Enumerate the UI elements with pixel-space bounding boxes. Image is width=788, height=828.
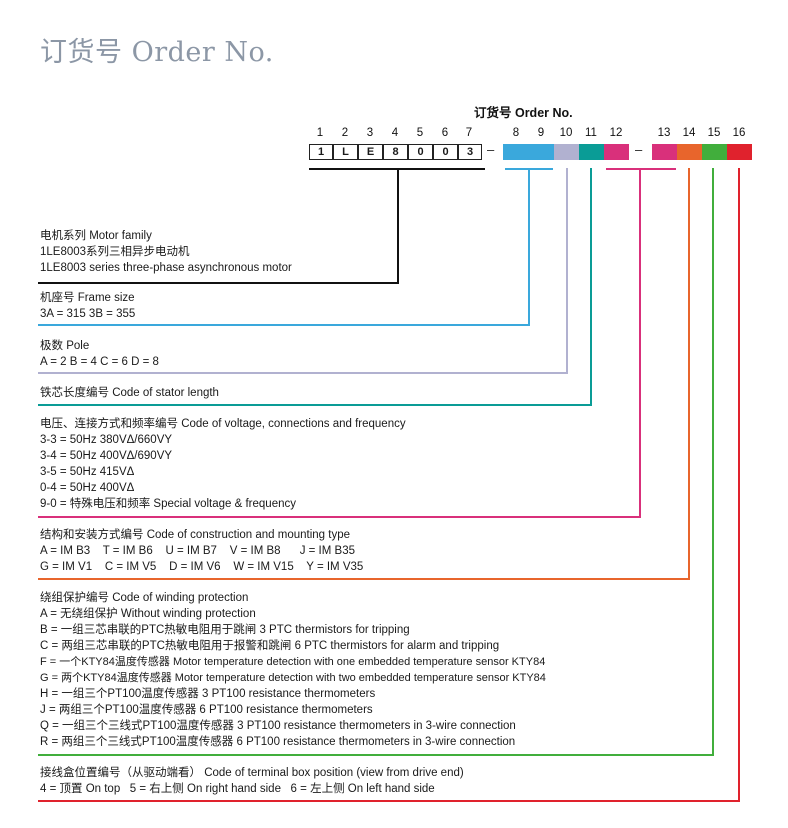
position-number: 6 [441,127,449,139]
mounting-connector-line [688,168,690,580]
section-heading: 电机系列 Motor family [40,230,152,242]
section-stator-length: 铁芯长度编号 Code of stator length [40,385,219,401]
position-number: 2 [341,127,349,139]
section-line: 1LE8003 series three-phase asynchronous … [40,262,292,274]
section-frame-size: 机座号 Frame size 3A = 315 3B = 355 [40,290,135,322]
position-number: 12 [609,127,623,139]
section-heading: 机座号 Frame size [40,292,135,304]
pole-connector-line [566,168,568,374]
section-heading: 结构和安装方式编号 Code of construction and mount… [40,529,350,541]
section-heading: 绕组保护编号 Code of winding protection [40,592,249,604]
position-number: 3 [366,127,374,139]
section-line: H = 一组三个PT100温度传感器 3 PT100 resistance th… [40,688,376,700]
section-line: G = IM V1 C = IM V5 D = IM V6 W = IM V15… [40,561,364,573]
section-heading: 铁芯长度编号 Code of stator length [40,387,219,399]
section-line: 0-4 = 50Hz 400VΔ [40,482,135,494]
position-12-box [604,144,629,160]
separator-dash: – [487,142,495,157]
motor-connector-line [397,168,399,284]
section-line: G = 两个KTY84温度传感器 Motor temperature detec… [40,672,546,684]
position-number: 7 [465,127,473,139]
section-heading: 电压、连接方式和频率编号 Code of voltage, connection… [40,418,406,430]
order-code-char: E [358,144,383,160]
section-line: J = 两组三个PT100温度传感器 6 PT100 resistance th… [40,704,373,716]
voltage-bracket-line [606,168,676,170]
section-motor-family: 电机系列 Motor family 1LE8003系列三相异步电动机 1LE80… [40,228,292,276]
section-line: 3-3 = 50Hz 380VΔ/660VY [40,434,173,446]
order-code-char: L [333,144,358,160]
section-line: 9-0 = 特殊电压和频率 Special voltage & frequenc… [40,498,296,510]
voltage-underline [38,516,641,518]
position-number: 16 [732,127,746,139]
voltage-connector-line [639,168,641,518]
section-heading: 接线盒位置编号（从驱动端看） Code of terminal box posi… [40,767,464,779]
section-line: 3-4 = 50Hz 400VΔ/690VY [40,450,173,462]
section-line: A = 无绕组保护 Without winding protection [40,608,256,620]
position-number: 10 [559,127,573,139]
position-9-box [529,144,554,160]
position-number: 9 [537,127,545,139]
position-number: 5 [416,127,424,139]
position-number: 14 [682,127,696,139]
separator-dash: – [635,142,643,157]
position-14-box [677,144,702,160]
order-code-char: 0 [433,144,458,160]
section-line: 3A = 315 3B = 355 [40,308,136,320]
section-heading: 极数 Pole [40,340,90,352]
frame-underline [38,324,530,326]
position-15-box [702,144,727,160]
order-code-char: 0 [408,144,433,160]
section-line: 1LE8003系列三相异步电动机 [40,246,190,258]
section-voltage: 电压、连接方式和频率编号 Code of voltage, connection… [40,416,406,512]
section-line: A = IM B3 T = IM B6 U = IM B7 V = IM B8 … [40,545,355,557]
section-line: R = 两组三个三线式PT100温度传感器 6 PT100 resistance… [40,736,516,748]
position-16-box [727,144,752,160]
terminal-connector-line [738,168,740,802]
motor-underline [38,282,399,284]
section-terminal-box: 接线盒位置编号（从驱动端看） Code of terminal box posi… [40,765,464,797]
frame-connector-line [528,168,530,326]
section-line: F = 一个KTY84温度传感器 Motor temperature detec… [40,656,546,668]
winding-underline [38,754,714,756]
section-line: Q = 一组三个三线式PT100温度传感器 3 PT100 resistance… [40,720,516,732]
section-winding: 绕组保护编号 Code of winding protection A = 无绕… [40,590,546,750]
section-pole: 极数 Pole A = 2 B = 4 C = 6 D = 8 [40,338,159,370]
position-10-box [554,144,579,160]
order-code-char: 1 [309,144,333,160]
winding-connector-line [712,168,714,756]
position-number: 15 [707,127,721,139]
stator-connector-line [590,168,592,406]
order-code-char: 8 [383,144,408,160]
order-code-char: 3 [458,144,482,160]
section-line: 4 = 顶置 On top 5 = 右上侧 On right hand side… [40,783,435,795]
section-line: B = 一组三芯串联的PTC热敏电阻用于跳闸 3 PTC thermistors… [40,624,410,636]
page-title: 订货号 Order No. [40,37,274,68]
section-line: C = 两组三芯串联的PTC热敏电阻用于报警和跳闸 6 PTC thermist… [40,640,500,652]
section-mounting: 结构和安装方式编号 Code of construction and mount… [40,527,363,575]
mounting-underline [38,578,690,580]
terminal-underline [38,800,740,802]
stator-underline [38,404,592,406]
position-8-box [503,144,529,160]
position-number: 13 [657,127,671,139]
pole-underline [38,372,568,374]
position-number: 4 [391,127,399,139]
position-number: 11 [585,127,597,139]
order-number-label: 订货号 Order No. [474,106,573,120]
position-11-box [579,144,604,160]
section-line: A = 2 B = 4 C = 6 D = 8 [40,356,159,368]
position-13-box [652,144,677,160]
position-number: 1 [316,127,324,139]
position-number: 8 [512,127,520,139]
section-line: 3-5 = 50Hz 415VΔ [40,466,135,478]
